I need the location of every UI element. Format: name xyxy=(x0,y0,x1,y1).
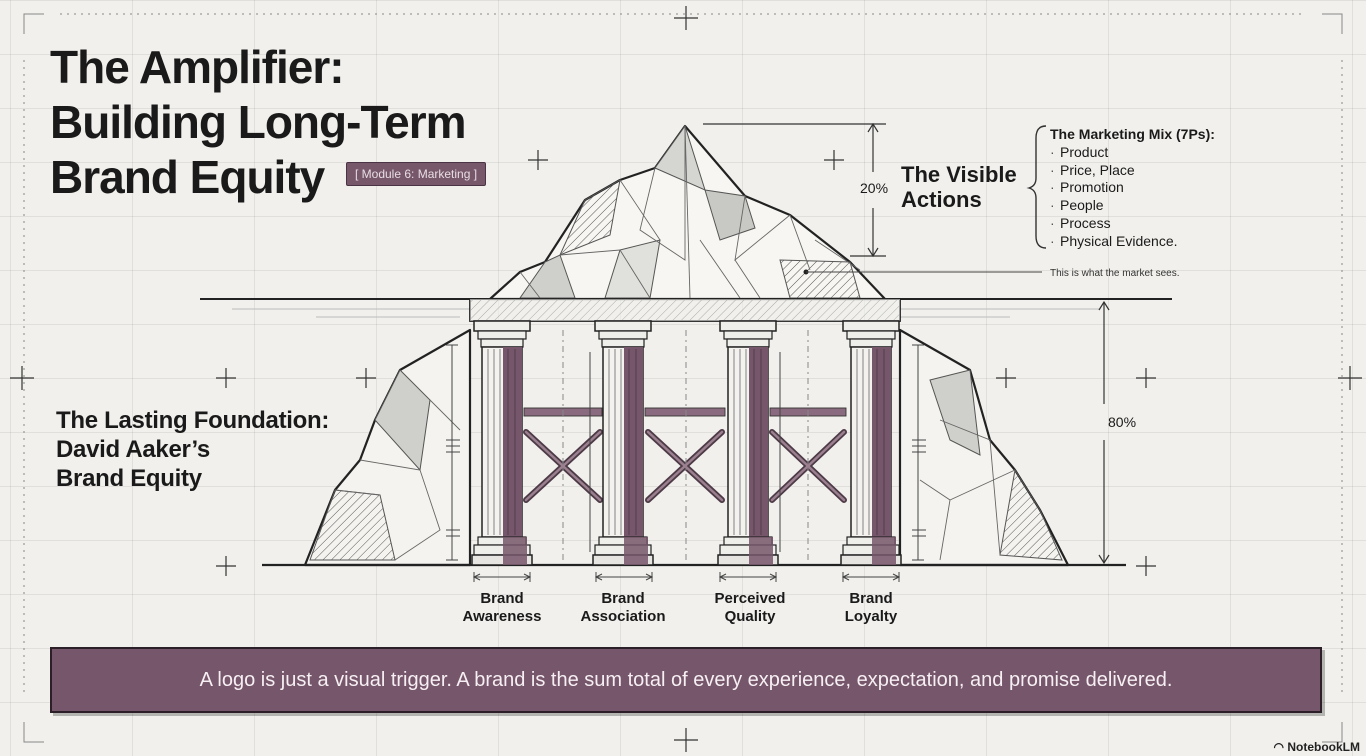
heading-line: The Visible xyxy=(901,162,1017,187)
pillar-quality xyxy=(717,320,779,566)
marketing-mix-item: Process xyxy=(1050,215,1215,233)
foundation-heading: The Lasting Foundation: David Aaker’s Br… xyxy=(56,406,329,493)
pillar-label-line: Awareness xyxy=(462,608,542,625)
iceberg-tip xyxy=(488,124,887,301)
marketing-mix-item: Product xyxy=(1050,144,1215,162)
title-line: Brand Equity xyxy=(50,151,325,203)
notebooklm-mark: ◠ NotebookLM xyxy=(1274,740,1360,754)
pillar-width-marks xyxy=(472,572,901,582)
pillar-association xyxy=(592,320,654,566)
blueprint-frame xyxy=(23,13,1343,743)
iceberg-foundation xyxy=(303,328,1070,567)
marketing-mix-item: People xyxy=(1050,197,1215,215)
pillar-label-quality: Perceived Quality xyxy=(685,590,815,626)
marketing-mix-item: Promotion xyxy=(1050,179,1215,197)
pillar-label-line: Association xyxy=(580,608,666,625)
pillar-group xyxy=(471,320,902,566)
dimension-20 xyxy=(703,122,886,258)
visible-actions-heading: The Visible Actions xyxy=(901,162,1017,212)
market-leader xyxy=(803,269,1042,275)
module-tag: [ Module 6: Marketing ] xyxy=(346,162,487,186)
pillar-label-loyalty: Brand Loyalty xyxy=(806,590,936,626)
brand-mark-text: NotebookLM xyxy=(1287,740,1360,754)
title-line: Building Long-Term xyxy=(50,96,467,148)
crosshair-marks xyxy=(10,6,1362,752)
scaffolding xyxy=(523,407,847,503)
percent-visible-label: 20% xyxy=(860,180,889,196)
pillar-label-association: Brand Association xyxy=(558,590,688,626)
notebooklm-icon: ◠ xyxy=(1273,740,1288,754)
pillar-label-line: Brand xyxy=(849,590,893,607)
quote-banner: A logo is just a visual trigger. A brand… xyxy=(50,647,1322,713)
page-title: The Amplifier: Building Long-Term Brand … xyxy=(50,40,467,205)
heading-line: Actions xyxy=(901,187,982,212)
heading-line: David Aaker’s xyxy=(56,436,210,463)
quote-text: A logo is just a visual trigger. A brand… xyxy=(199,668,1173,691)
pillar-awareness xyxy=(471,320,533,566)
pillar-label-line: Brand xyxy=(480,590,524,607)
percent-foundation-label: 80% xyxy=(1108,414,1137,430)
pillar-label-line: Loyalty xyxy=(844,608,898,625)
pillar-label-awareness: Brand Awareness xyxy=(437,590,567,626)
market-note: This is what the market sees. xyxy=(1050,268,1180,279)
marketing-mix-list: The Marketing Mix (7Ps): Product Price, … xyxy=(1050,126,1215,251)
pillar-label-line: Perceived xyxy=(714,590,786,607)
marketing-mix-item: Price, Place xyxy=(1050,162,1215,180)
dimension-80 xyxy=(1098,300,1110,565)
heading-line: The Lasting Foundation: xyxy=(56,407,330,434)
marketing-mix-item: Physical Evidence. xyxy=(1050,233,1215,251)
curly-brace xyxy=(1026,125,1047,249)
marketing-mix-title: The Marketing Mix (7Ps): xyxy=(1050,126,1215,142)
pillar-loyalty xyxy=(840,320,902,566)
title-line: The Amplifier: xyxy=(50,41,345,93)
heading-line: Brand Equity xyxy=(56,465,202,492)
pillar-label-line: Quality xyxy=(724,608,776,625)
pillar-label-line: Brand xyxy=(601,590,645,607)
